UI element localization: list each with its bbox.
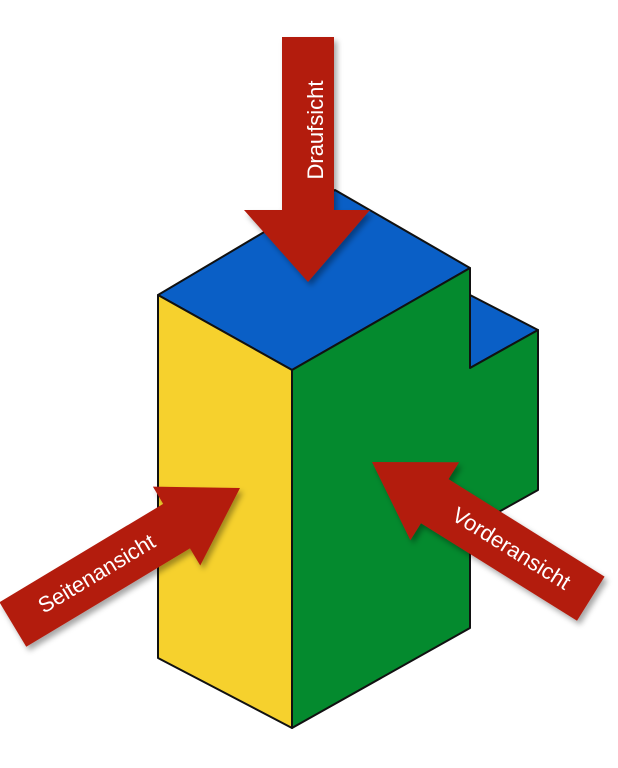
block (157, 189, 539, 729)
top-view-label: Draufsicht (303, 80, 328, 179)
top-view-arrow: Draufsicht (244, 37, 370, 282)
